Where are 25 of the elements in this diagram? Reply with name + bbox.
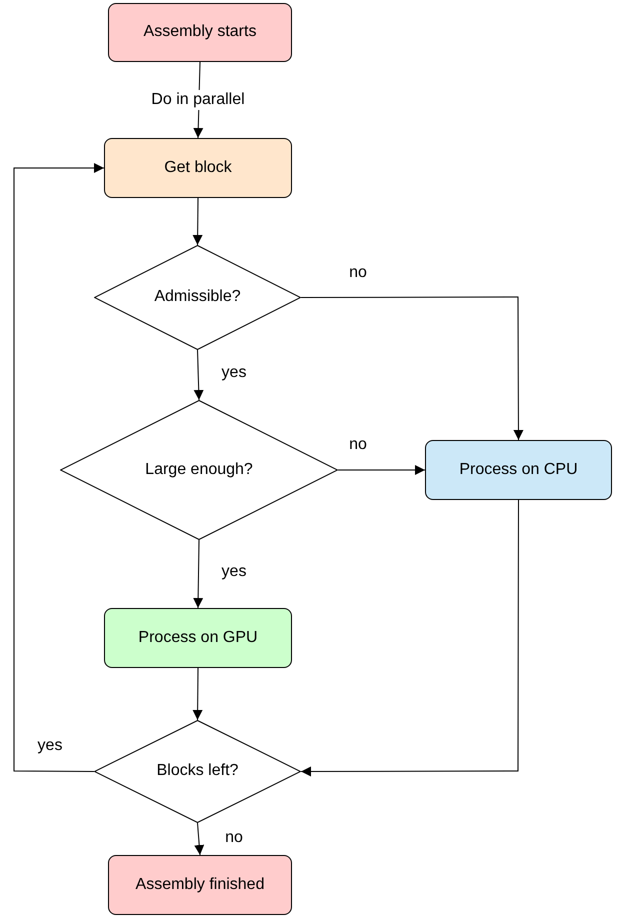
decision-diamond — [94, 245, 301, 350]
decision-diamond — [94, 720, 301, 823]
node-label: Assembly starts — [144, 22, 256, 42]
arrow — [14, 163, 104, 772]
process-box — [104, 138, 292, 198]
process-box — [108, 855, 292, 915]
arrow — [300, 296, 524, 440]
arrow — [300, 500, 519, 776]
process-box — [425, 440, 612, 500]
node-label: Assembly finished — [136, 874, 264, 895]
arrow — [192, 198, 203, 246]
process-box — [108, 3, 292, 62]
node-label: Process on GPU — [138, 628, 258, 648]
arrow — [193, 540, 204, 608]
arrow — [194, 350, 204, 400]
node-label: Large enough? — [145, 460, 253, 480]
node-label: Process on CPU — [459, 460, 578, 480]
arrow — [338, 465, 426, 475]
decision-diamond — [60, 400, 338, 540]
process-box — [104, 608, 292, 668]
arrow — [194, 822, 204, 856]
arrow — [192, 668, 203, 720]
node-label: Get block — [164, 158, 232, 178]
node-label: Admissible? — [154, 287, 241, 308]
node-label: Blocks left? — [156, 761, 238, 782]
